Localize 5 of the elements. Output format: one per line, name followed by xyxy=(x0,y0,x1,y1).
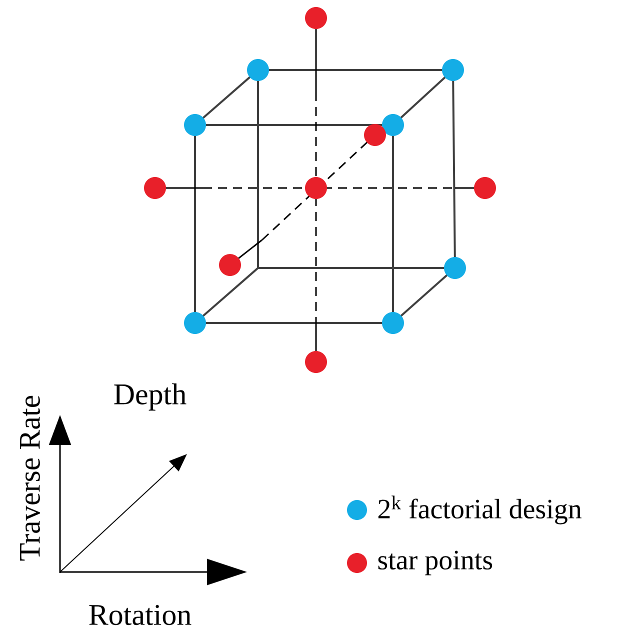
legend-text: 2$^{k}$ factorial design xyxy=(378,496,582,524)
axis-label: Traverse Rate xyxy=(20,396,40,561)
legend-text: star points xyxy=(378,550,492,576)
axis-label: Rotation xyxy=(89,604,192,626)
axis-label: Depth xyxy=(114,383,186,411)
